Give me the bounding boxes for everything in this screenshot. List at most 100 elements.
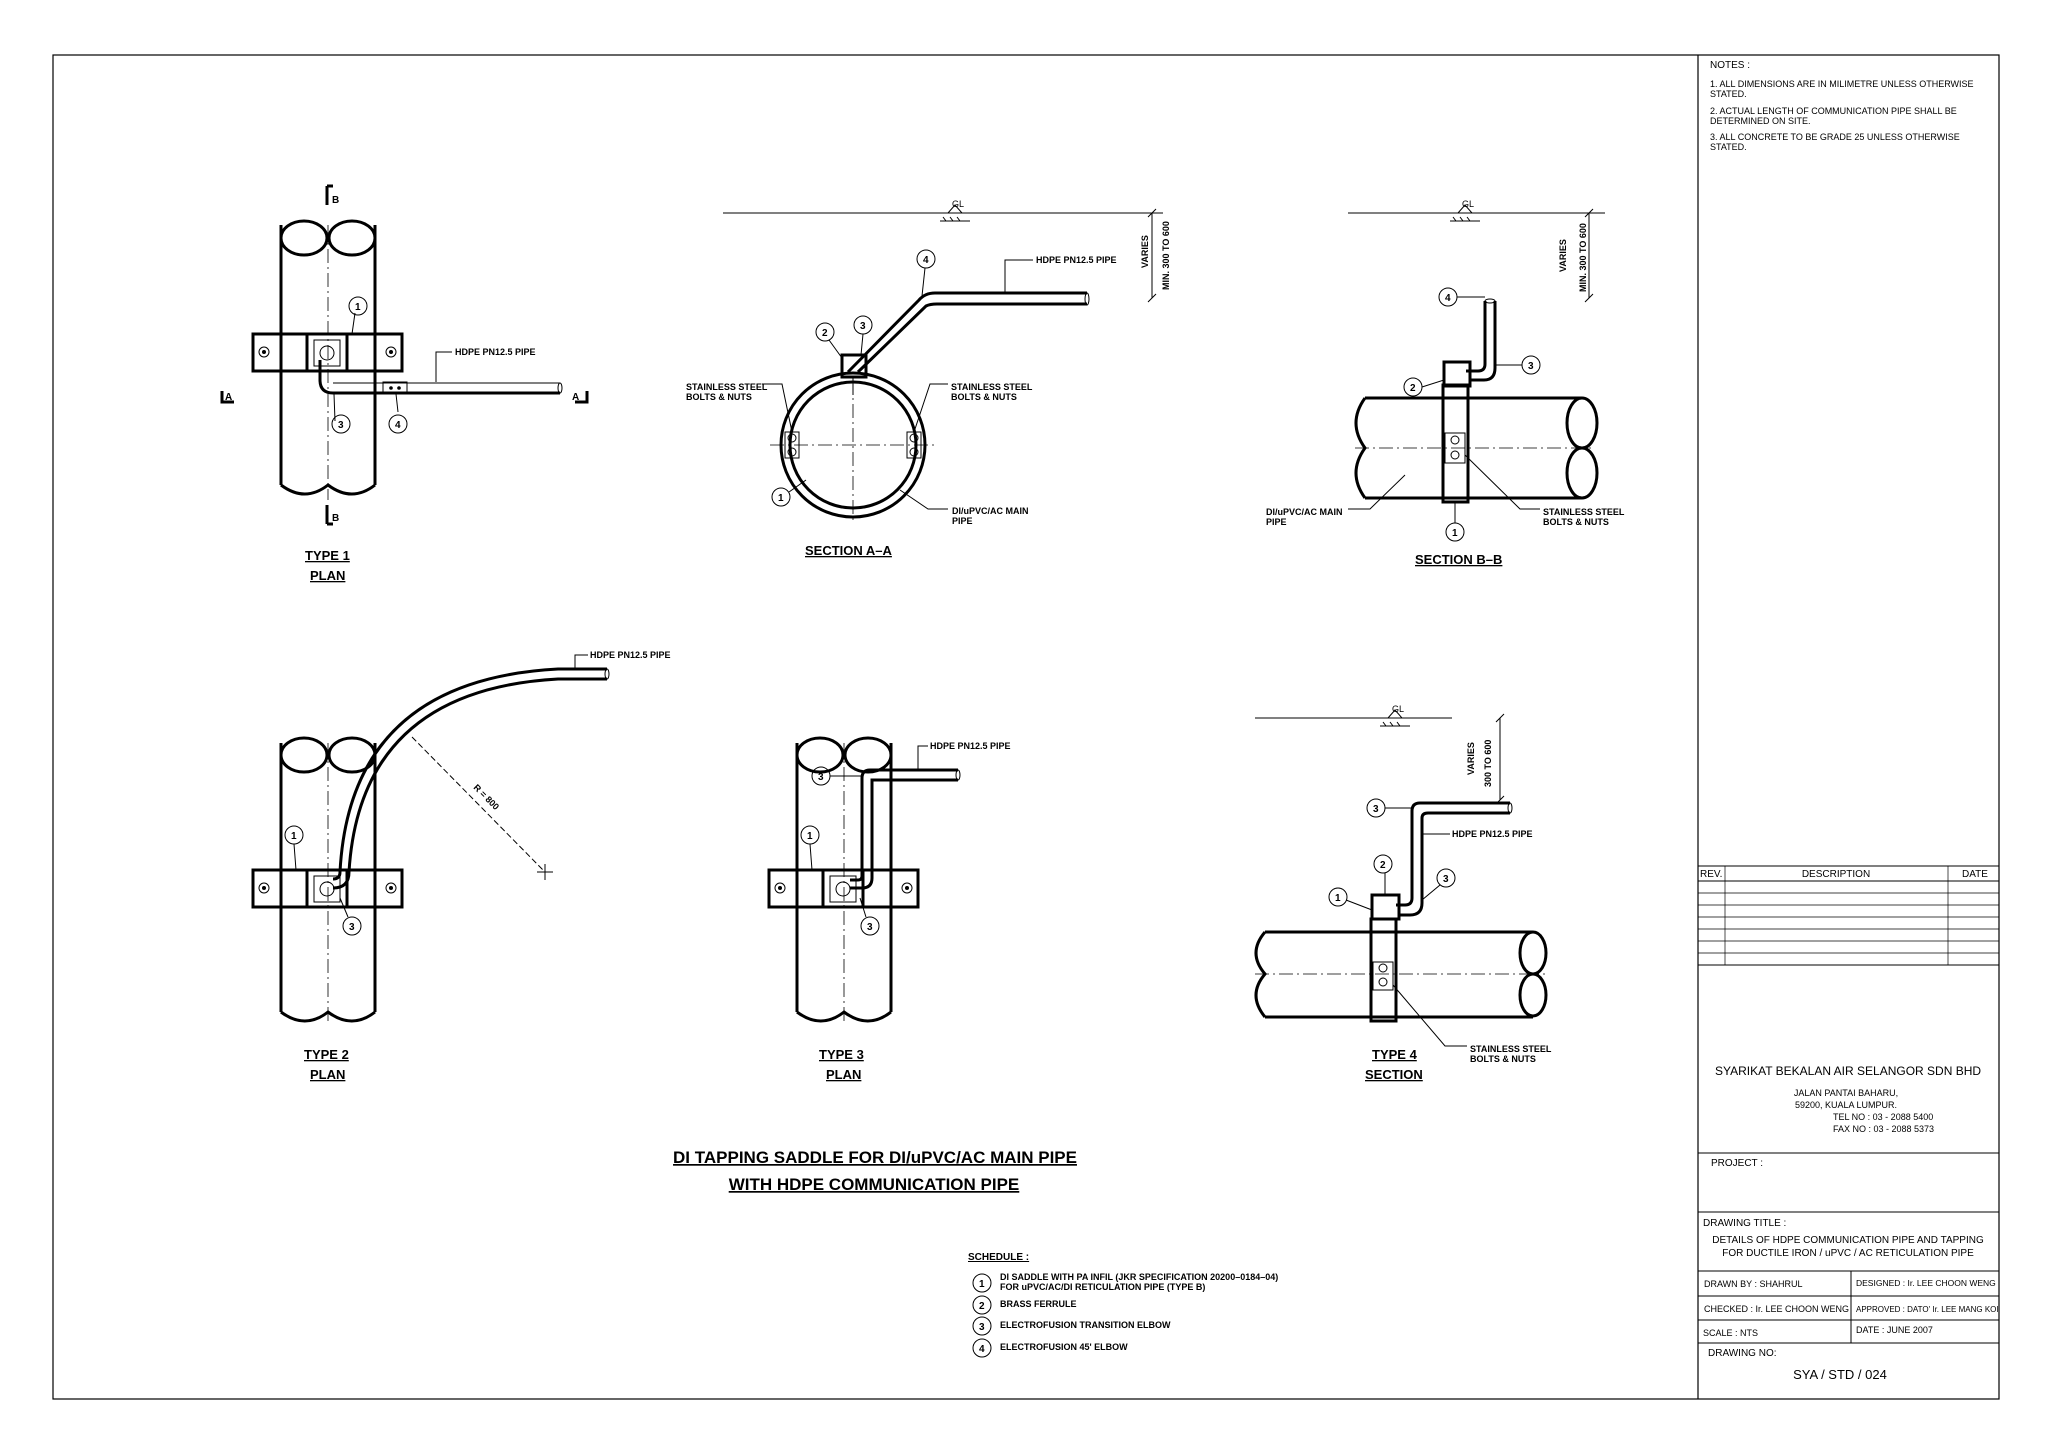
view-subtitle-plan: PLAN (310, 1067, 345, 1082)
drawn-by: DRAWN BY : SHAHRUL (1704, 1279, 1803, 1289)
designed-by: DESIGNED : Ir. LEE CHOON WENG (1856, 1278, 1996, 1288)
company-fax: FAX NO : 03 - 2088 5373 (1833, 1124, 1934, 1134)
type3-plan-view: HDPE PN12.5 PIPE 3 1 3 TYPE 3 PLAN (767, 736, 1011, 1082)
svg-text:4: 4 (923, 255, 929, 266)
dimension-range: 300 TO 600 (1483, 740, 1493, 787)
svg-text:4: 4 (1445, 293, 1451, 304)
section-marker-b: B (332, 513, 339, 524)
view-subtitle-plan: PLAN (310, 568, 345, 583)
section-aa-view: GL VARIES MIN. 300 TO 600 2 3 4 HDPE PN1… (686, 199, 1171, 558)
schedule-item-text: BRASS FERRULE (1000, 1299, 1077, 1309)
svg-text:2: 2 (822, 328, 828, 339)
callout-main-pipe: DI/uPVC/AC MAIN (952, 506, 1029, 516)
ground-level-label: GL (1462, 199, 1474, 209)
schedule-number-4 (972, 1338, 992, 1358)
schedule-number: 2 (979, 1301, 985, 1312)
callout-hdpe-pipe: HDPE PN12.5 PIPE (455, 347, 536, 357)
callout-hdpe-pipe: HDPE PN12.5 PIPE (590, 650, 671, 660)
schedule-number: 4 (979, 1344, 985, 1355)
svg-text:1: 1 (355, 302, 361, 313)
type2-plan-view: R = 800 HDPE PN12.5 PIPE 1 3 TYPE 2 PLAN (251, 650, 671, 1082)
drawing-title-line1: DETAILS OF HDPE COMMUNICATION PIPE AND T… (1712, 1235, 1984, 1246)
view-title-type2: TYPE 2 (304, 1047, 349, 1062)
callout-stainless: STAINLESS STEEL (1543, 507, 1625, 517)
svg-text:3: 3 (338, 420, 344, 431)
callout-stainless: STAINLESS STEEL (1470, 1044, 1552, 1054)
project-label: PROJECT : (1711, 1158, 1763, 1169)
view-title-section-aa: SECTION A–A (805, 543, 893, 558)
main-title-line1: DI TAPPING SADDLE FOR DI/uPVC/AC MAIN PI… (673, 1148, 1077, 1167)
type4-section-view: GL VARIES 300 TO 600 3 HDPE PN12.5 PIPE … (1254, 704, 1552, 1082)
note-line: 2. ACTUAL LENGTH OF COMMUNICATION PIPE S… (1710, 106, 1957, 116)
section-bb-view: GL VARIES MIN. 300 TO 600 4 3 2 1 DI/uPV… (1266, 199, 1625, 567)
note-line: 1. ALL DIMENSIONS ARE IN MILIMETRE UNLES… (1710, 79, 1974, 89)
view-title-type3: TYPE 3 (819, 1047, 864, 1062)
callout-hdpe-pipe: HDPE PN12.5 PIPE (1036, 255, 1117, 265)
dimension-varies: VARIES (1558, 239, 1568, 272)
company-block: SYARIKAT BEKALAN AIR SELANGOR SDN BHD JA… (1715, 1064, 1981, 1134)
svg-text:2: 2 (1380, 860, 1386, 871)
description-column-header: DESCRIPTION (1802, 869, 1870, 880)
callout-main-pipe: DI/uPVC/AC MAIN (1266, 507, 1343, 517)
svg-text:4: 4 (395, 420, 401, 431)
view-subtitle-section: SECTION (1365, 1067, 1423, 1082)
svg-text:1: 1 (807, 831, 813, 842)
drawing-date: DATE : JUNE 2007 (1856, 1325, 1933, 1335)
schedule-number: 1 (979, 1279, 985, 1290)
callout-bolts: BOLTS & NUTS (686, 392, 752, 402)
drawing-title-label: DRAWING TITLE : (1703, 1218, 1786, 1229)
type1-plan-view: B A A B 1 3 4 HDP (220, 184, 589, 583)
title-block-grid: DRAWN BY : SHAHRUL DESIGNED : Ir. LEE CH… (1698, 1270, 1999, 1382)
ground-level-label: GL (1392, 704, 1404, 714)
svg-text:1: 1 (1335, 893, 1341, 904)
note-line: STATED. (1710, 142, 1747, 152)
callout-hdpe-pipe: HDPE PN12.5 PIPE (1452, 829, 1533, 839)
svg-text:1: 1 (778, 493, 784, 504)
drawing-title-line2: FOR DUCTILE IRON / uPVC / AC RETICULATIO… (1722, 1248, 1974, 1259)
svg-text:3: 3 (1528, 361, 1534, 372)
schedule-item-text: DI SADDLE WITH PA INFIL (JKR SPECIFICATI… (1000, 1272, 1278, 1282)
schedule-number-1 (972, 1273, 992, 1293)
main-title-line2: WITH HDPE COMMUNICATION PIPE (729, 1175, 1020, 1194)
note-line: DETERMINED ON SITE. (1710, 116, 1811, 126)
company-tel: TEL NO : 03 - 2088 5400 (1833, 1112, 1933, 1122)
company-address: 59200, KUALA LUMPUR. (1795, 1100, 1897, 1110)
callout-stainless: STAINLESS STEEL (951, 382, 1033, 392)
callout-stainless: STAINLESS STEEL (686, 382, 768, 392)
section-marker-a: A (572, 392, 579, 403)
ground-level-label: GL (952, 199, 964, 209)
scale: SCALE : NTS (1703, 1328, 1758, 1338)
drawing-border (52, 54, 2000, 1400)
schedule-number: 3 (979, 1322, 985, 1333)
checked-by: CHECKED : Ir. LEE CHOON WENG (1704, 1304, 1849, 1314)
revision-table: REV. DESCRIPTION DATE (1698, 865, 1999, 966)
callout-bolts: BOLTS & NUTS (951, 392, 1017, 402)
svg-text:3: 3 (1373, 804, 1379, 815)
view-title-section-bb: SECTION B–B (1415, 552, 1502, 567)
date-column-header: DATE (1962, 869, 1988, 880)
schedule-number-2 (972, 1295, 992, 1315)
dimension-varies: VARIES (1466, 742, 1476, 775)
svg-text:3: 3 (1443, 874, 1449, 885)
drawing-number: SYA / STD / 024 (1793, 1367, 1887, 1382)
dimension-varies: VARIES (1140, 235, 1150, 268)
callout-hdpe-pipe: HDPE PN12.5 PIPE (930, 741, 1011, 751)
callout-bolts: BOLTS & NUTS (1543, 517, 1609, 527)
approved-by: APPROVED : DATO' Ir. LEE MANG KOI (1856, 1305, 1999, 1314)
callout-bolts: BOLTS & NUTS (1470, 1054, 1536, 1064)
view-title-type4: TYPE 4 (1372, 1047, 1418, 1062)
dimension-min: MIN. 300 TO 600 (1161, 221, 1171, 290)
callout-main-pipe-2: PIPE (1266, 517, 1287, 527)
dimension-min: MIN. 300 TO 600 (1578, 223, 1588, 292)
note-line: STATED. (1710, 89, 1747, 99)
svg-text:3: 3 (818, 772, 824, 783)
schedule-item-text: ELECTROFUSION 45' ELBOW (1000, 1342, 1128, 1352)
notes-block: NOTES : 1. ALL DIMENSIONS ARE IN MILIMET… (1710, 60, 1974, 152)
schedule-block: SCHEDULE : 1 DI SADDLE WITH PA INFIL (JK… (968, 1252, 1278, 1358)
schedule-number-3 (972, 1316, 992, 1336)
view-title-type1: TYPE 1 (305, 548, 350, 563)
company-address: JALAN PANTAI BAHARU, (1794, 1088, 1898, 1098)
svg-text:3: 3 (867, 922, 873, 933)
notes-heading: NOTES : (1710, 60, 1750, 71)
